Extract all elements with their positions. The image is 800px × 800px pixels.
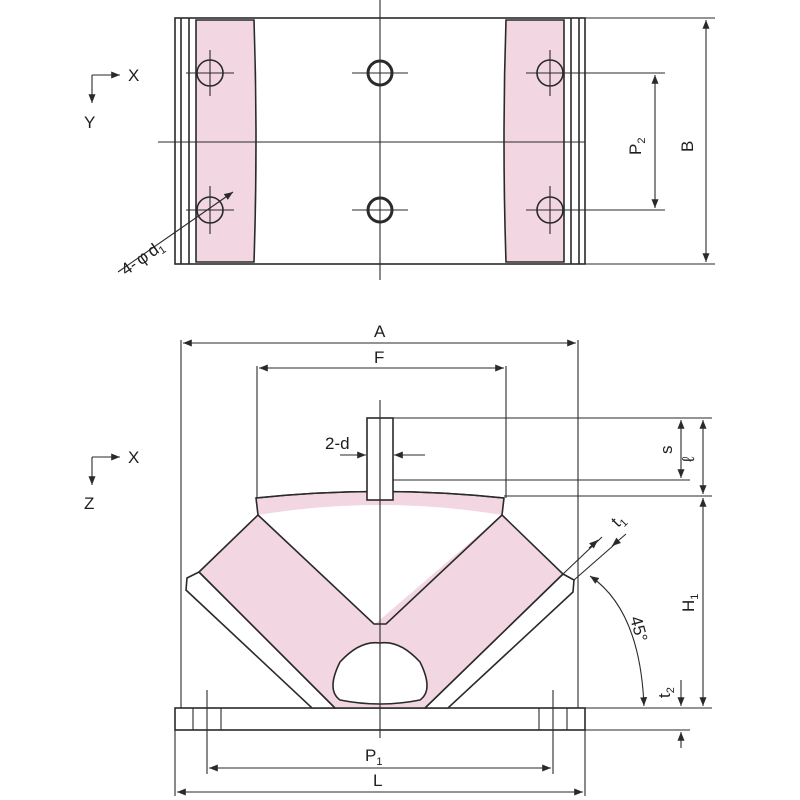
- mount-hole-icon: [196, 196, 224, 224]
- label-p1: P1: [365, 746, 382, 768]
- label-h1: H1: [679, 594, 701, 612]
- label-f: F: [374, 348, 384, 367]
- label-angle: 45°: [626, 614, 651, 644]
- label-a: A: [374, 322, 386, 341]
- label-b: B: [678, 141, 697, 152]
- mount-hole-icon: [196, 59, 224, 87]
- label-p2: P2: [626, 138, 648, 155]
- top-view: [88, 0, 715, 280]
- bolt-hole-icon: [366, 196, 394, 224]
- top-axis-y-label: Y: [84, 113, 95, 132]
- label-s: s: [657, 446, 676, 455]
- label-l-height: ℓ: [679, 456, 698, 463]
- hole-marks: [186, 50, 574, 234]
- top-rubber-strip-right: [503, 19, 565, 263]
- label-t1: t1: [607, 510, 630, 533]
- front-axis-x-label: X: [128, 448, 139, 467]
- label-t2: t2: [655, 687, 677, 698]
- bolt-hole-icon: [366, 59, 394, 87]
- front-axis-z-label: Z: [84, 494, 94, 513]
- label-l: L: [373, 771, 382, 790]
- top-axis-x-label: X: [128, 66, 139, 85]
- bracket-left: [185, 571, 337, 709]
- label-2d: 2-d: [325, 434, 350, 453]
- angle-arc: [589, 575, 648, 707]
- top-rubber-strip-left: [195, 19, 257, 263]
- label-holes: 4-φd1: [117, 236, 168, 281]
- leader-line-holes: [117, 191, 234, 273]
- front-view: [88, 339, 712, 796]
